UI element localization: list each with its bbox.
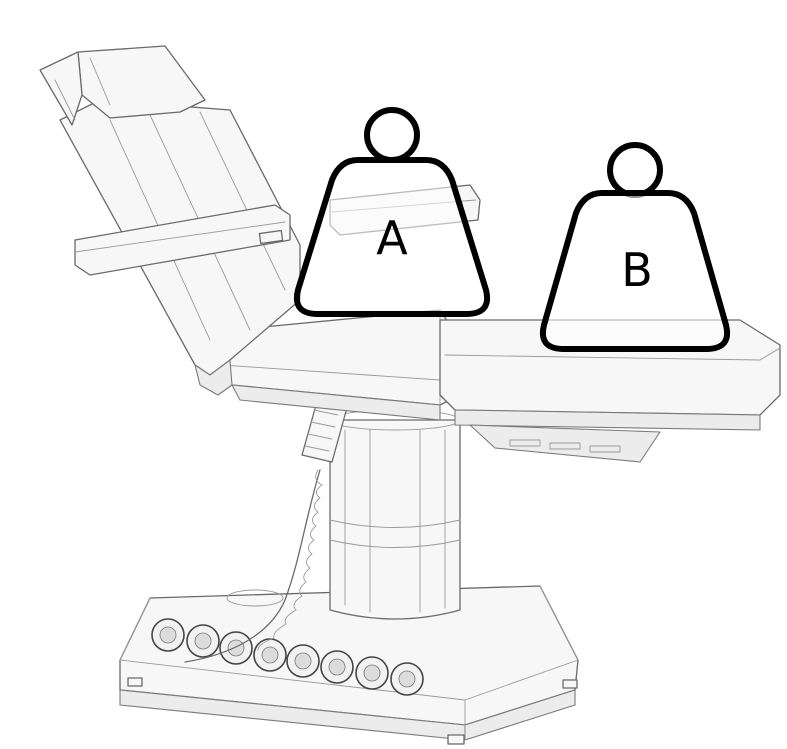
chair-column bbox=[330, 410, 460, 619]
weight-a-ring bbox=[367, 110, 417, 160]
weight-a-label: A bbox=[376, 211, 408, 265]
weight-b-label: B bbox=[621, 243, 653, 297]
weight-b-ring bbox=[610, 145, 660, 195]
weight-a: A bbox=[297, 110, 487, 314]
weight-b: B bbox=[543, 145, 727, 349]
